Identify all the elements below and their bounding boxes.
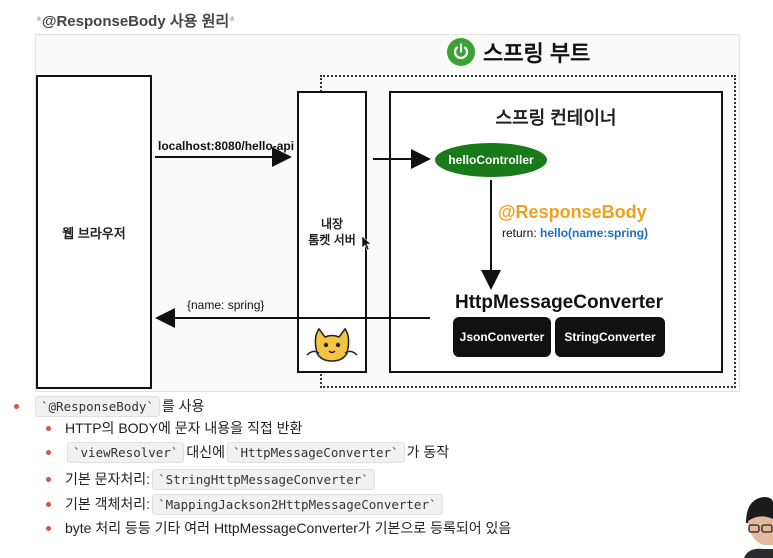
power-icon (447, 38, 475, 66)
inline-code: `@ResponseBody` (35, 395, 160, 417)
hello-controller: helloController (435, 143, 547, 177)
web-browser-label: 웹 브라우저 (62, 226, 126, 241)
diagram-arrows (155, 147, 501, 328)
list-item: byte 처리 등등 기타 여러 HttpMessageConverter가 기… (46, 517, 511, 539)
web-browser-box (36, 75, 152, 389)
spring-boot-label: 스프링 부트 (483, 41, 591, 66)
list-item: HTTP의 BODY에 문자 내용을 직접 반환 (46, 417, 302, 439)
inline-code: `viewResolver` (67, 441, 185, 463)
bullet-dot (14, 403, 19, 409)
bullet-dot (46, 501, 51, 507)
string-converter: StringConverter (555, 317, 665, 357)
bullet-dot (46, 476, 51, 482)
tomcat-server-label: 내장 톰켓 서버 (308, 217, 356, 247)
mouse-cursor-icon (362, 236, 372, 251)
list-item: `@ResponseBody` 를 사용 (14, 395, 204, 417)
inline-code: `HttpMessageConverter` (227, 441, 405, 463)
bullet-dot (46, 425, 51, 431)
inline-code: `StringHttpMessageConverter` (152, 468, 375, 490)
spring-boot-header: 스프링 부트 (447, 36, 590, 68)
request-url-label: localhost:8080/hello-api (158, 139, 295, 153)
spring-container-label: 스프링 컨테이너 (495, 108, 617, 128)
page-title: *@ResponseBody 사용 원리* (36, 13, 236, 30)
tomcat-server-box (297, 91, 367, 373)
list-item: 기본 객체처리: `MappingJackson2HttpMessageConv… (46, 493, 445, 515)
response-body-annotation: @ResponseBody (498, 202, 647, 222)
presenter-avatar (742, 493, 773, 558)
bullet-dot (46, 525, 51, 531)
tomcat-icon (306, 327, 358, 362)
return-statement: return: hello(name:spring) (502, 226, 649, 240)
http-message-converter-label: HttpMessageConverter (455, 292, 663, 313)
bullet-dot (46, 449, 51, 455)
json-converter: JsonConverter (453, 317, 551, 357)
response-body-label: {name: spring} (187, 298, 265, 312)
list-item: 기본 문자처리: `StringHttpMessageConverter` (46, 468, 377, 490)
inline-code: `MappingJackson2HttpMessageConverter` (152, 493, 443, 515)
list-item: `viewResolver` 대신에 `HttpMessageConverter… (46, 441, 449, 463)
